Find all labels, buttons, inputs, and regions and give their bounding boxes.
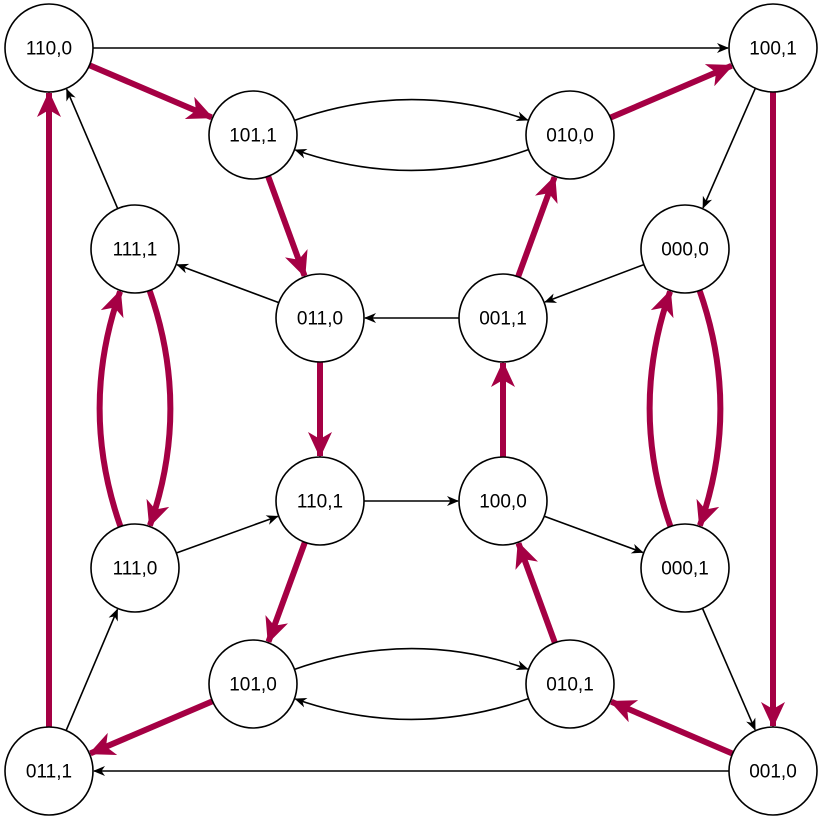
- state-node-n010_1: 010,1: [525, 639, 615, 729]
- edge-n011_1-to-n111_0: [65, 608, 119, 731]
- state-node-n111_0: 111,0: [90, 523, 180, 613]
- node-label: 100,1: [749, 39, 797, 60]
- highlighted-edge-n101_0-to-n011_1: [88, 698, 214, 757]
- node-circle: [208, 639, 298, 729]
- node-label: 011,0: [297, 309, 343, 330]
- highlighted-edge-n001_0-to-n010_1: [609, 698, 734, 757]
- state-node-n011_1: 011,1: [4, 726, 94, 816]
- edges-layer: [37, 43, 785, 776]
- highlighted-edge-n101_1-to-n011_0: [265, 175, 308, 278]
- node-label: 101,0: [229, 675, 277, 696]
- highlighted-edge-n010_1-to-n100_0: [515, 541, 558, 644]
- node-circle: [458, 456, 548, 546]
- node-label: 101,1: [229, 126, 277, 147]
- state-node-n101_1: 101,1: [208, 90, 298, 180]
- node-circle: [275, 456, 365, 546]
- edge-n000_1-to-n001_0: [701, 608, 756, 731]
- node-circle: [728, 726, 818, 816]
- node-circle: [458, 273, 548, 363]
- highlighted-edge-n001_1-to-n010_0: [515, 175, 558, 278]
- node-circle: [640, 523, 730, 613]
- node-circle: [525, 90, 615, 180]
- state-node-n110_0: 110,0: [4, 3, 94, 93]
- highlighted-edge-n110_0-to-n101_1: [88, 62, 214, 121]
- node-label: 110,0: [26, 39, 72, 60]
- edge-n101_1-to-n010_0: [294, 98, 529, 122]
- state-node-n001_0: 001,0: [728, 726, 818, 816]
- state-node-n100_1: 100,1: [728, 3, 818, 93]
- node-circle: [728, 3, 818, 93]
- node-label: 110,1: [297, 492, 343, 513]
- edge-n100_0-to-n000_1: [544, 515, 644, 554]
- node-label: 111,0: [113, 559, 158, 580]
- edge-n111_0-to-n110_1: [176, 515, 279, 554]
- node-label: 111,1: [113, 240, 158, 261]
- node-label: 010,0: [546, 126, 594, 147]
- state-node-n111_1: 111,1: [90, 204, 180, 294]
- highlighted-edge-n000_0-to-n000_1: [696, 289, 724, 528]
- state-node-n010_0: 010,0: [525, 90, 615, 180]
- node-label: 100,0: [479, 492, 527, 513]
- state-node-n001_1: 001,1: [458, 273, 548, 363]
- node-label: 000,0: [661, 240, 709, 261]
- state-node-n000_1: 000,1: [640, 523, 730, 613]
- nodes-layer: 110,0 100,1 101,1 010,0 111,1 000,0 011,0 001,1…: [4, 3, 818, 816]
- node-circle: [4, 3, 94, 93]
- highlighted-edge-n010_0-to-n100_1: [609, 62, 734, 121]
- state-node-n011_0: 011,0: [275, 273, 365, 363]
- highlighted-edge-n111_0-to-n111_1: [96, 289, 124, 528]
- node-circle: [640, 204, 730, 294]
- highlighted-edge-n000_1-to-n000_0: [646, 289, 674, 528]
- node-label: 011,1: [26, 762, 72, 783]
- highlighted-edge-n111_1-to-n111_0: [146, 289, 174, 528]
- node-circle: [4, 726, 94, 816]
- highlighted-edge-n110_1-to-n101_0: [265, 541, 308, 644]
- state-node-n110_1: 110,1: [275, 456, 365, 546]
- node-label: 001,0: [749, 762, 797, 783]
- edge-n011_0-to-n111_1: [176, 263, 280, 304]
- node-circle: [525, 639, 615, 729]
- node-circle: [275, 273, 365, 363]
- state-node-n000_0: 000,0: [640, 204, 730, 294]
- edge-n010_1-to-n101_0: [294, 697, 529, 721]
- edge-n010_0-to-n101_1: [294, 148, 529, 172]
- state-node-n101_0: 101,0: [208, 639, 298, 729]
- edge-n100_1-to-n000_0: [702, 87, 757, 209]
- state-node-n100_0: 100,0: [458, 456, 548, 546]
- node-label: 010,1: [546, 675, 594, 696]
- node-label: 001,1: [479, 309, 527, 330]
- node-circle: [90, 523, 180, 613]
- edge-n000_0-to-n001_1: [544, 263, 645, 303]
- edge-n111_1-to-n110_0: [65, 88, 119, 209]
- node-circle: [208, 90, 298, 180]
- edge-n101_0-to-n010_1: [294, 647, 529, 671]
- node-label: 000,1: [661, 559, 709, 580]
- node-circle: [90, 204, 180, 294]
